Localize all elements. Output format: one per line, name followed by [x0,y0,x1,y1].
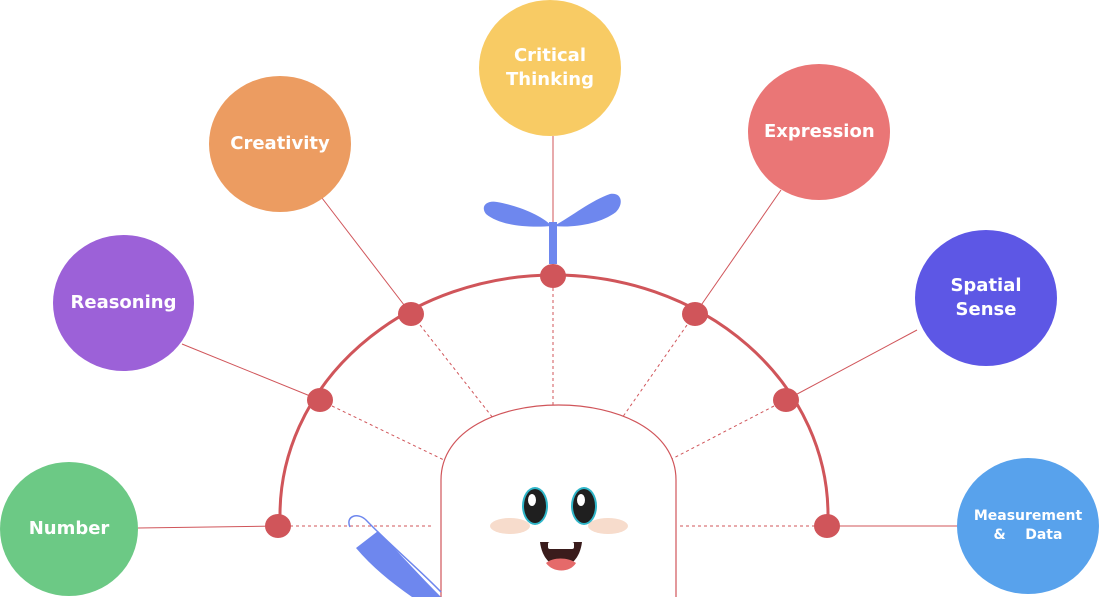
skill-bubble-measurement-data[interactable]: Measurement & Data [957,458,1099,594]
band-icon [348,515,442,597]
node-creativity[interactable] [398,302,424,326]
sprout-icon [483,193,621,264]
skill-label-number: Number [28,518,110,539]
mouth [540,542,582,571]
ray-creativity [419,324,494,419]
node-measurement[interactable] [814,514,840,538]
node-expression[interactable] [682,302,708,326]
ray-spatial [665,405,775,463]
skill-label-expression: Expression [764,121,875,142]
mascot-icon [440,404,677,597]
skill-label-spatial-sense: Spatial Sense [950,275,1022,320]
node-critical[interactable] [540,264,566,288]
connector-reasoning [181,343,321,401]
node-spatial[interactable] [773,388,799,412]
skill-bubble-number[interactable]: Number [0,462,138,596]
connector-expression [694,189,782,315]
connector-spatial [785,329,918,401]
dotted-rays [290,288,815,527]
right-cheek [588,518,628,534]
ray-reasoning [331,405,445,461]
left-cheek [490,518,530,534]
node-number[interactable] [265,514,291,538]
skill-bubble-critical-thinking[interactable]: Critical Thinking [479,0,621,136]
connector-number [137,525,279,529]
skill-label-measurement-data: Measurement & Data [973,508,1083,543]
arc-nodes [265,264,840,538]
skill-bubble-expression[interactable]: Expression [748,64,890,200]
ray-expression [621,324,688,419]
left-eye [522,487,548,525]
connector-creativity [321,197,412,315]
skill-bubble-creativity[interactable]: Creativity [209,76,351,212]
skill-label-reasoning: Reasoning [70,292,177,313]
node-reasoning[interactable] [307,388,333,412]
skill-bubble-reasoning[interactable]: Reasoning [53,235,194,371]
connector-lines [137,136,957,529]
right-eye [571,487,597,525]
skill-label-critical-thinking: Critical Thinking [506,45,594,90]
skill-bubble-spatial-sense[interactable]: Spatial Sense [915,230,1057,366]
skill-label-creativity: Creativity [230,133,330,154]
